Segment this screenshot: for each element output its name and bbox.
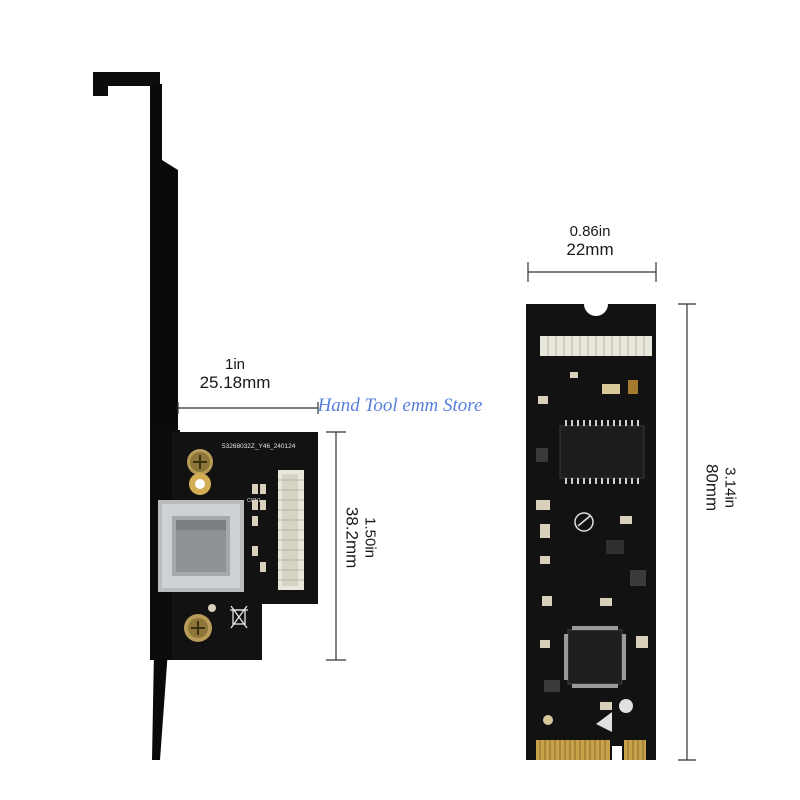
right-width-dimension: [527, 262, 657, 282]
left-height-in: 1.50in: [361, 517, 379, 559]
transformer-chip: [559, 420, 645, 484]
left-height-dimension: [326, 431, 346, 661]
left-width-dimension: [177, 402, 319, 414]
right-width-in: 0.86in: [569, 223, 611, 240]
rj45-daughter-board: 53268032Z_Y46_240124 CON1: [158, 432, 318, 660]
m2-triangle-mark: [596, 712, 612, 732]
m2-gold-contacts: [536, 740, 646, 760]
ribbon-connector: [278, 470, 304, 590]
board-code-text: 53268032Z_Y46_240124: [222, 443, 296, 450]
low-profile-bracket: [93, 72, 180, 760]
weee-symbol: [230, 605, 248, 629]
left-width-in: 1in: [224, 356, 246, 373]
right-width-label: 0.86in 22mm: [510, 223, 670, 259]
right-length-in: 3.14in: [721, 467, 739, 509]
right-width-mm: 22mm: [566, 239, 614, 259]
right-length-mm: 80mm: [703, 463, 723, 512]
right-length-label: 3.14in 80mm: [702, 418, 739, 558]
m2-logo-mark: [574, 512, 594, 532]
store-watermark: Hand Tool emm Store: [317, 395, 483, 416]
rj45-port: [158, 500, 244, 592]
left-height-label: 1.50in 38.2mm: [342, 468, 379, 608]
right-length-dimension: [678, 303, 696, 761]
m2-card: [526, 304, 656, 760]
left-width-mm: 25.18mm: [199, 372, 271, 392]
ethernet-controller-chip: [564, 626, 626, 688]
left-height-mm: 38.2mm: [343, 506, 363, 569]
left-width-label: 1in 25.18mm: [150, 356, 320, 392]
m2-ribbon-connector: [540, 336, 652, 356]
